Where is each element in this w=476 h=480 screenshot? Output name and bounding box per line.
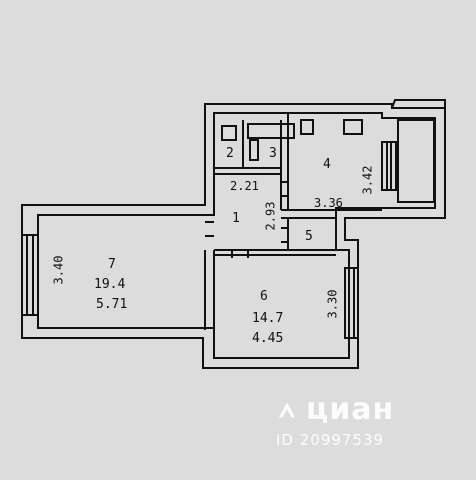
room-6-depth: 3.30 [325, 289, 340, 319]
room-7-area: 19.4 [94, 277, 126, 292]
corridor-width: 2.21 [230, 179, 259, 193]
room-7-depth: 3.40 [51, 255, 66, 285]
watermark-id: ID 20997539 [276, 431, 385, 449]
room-4-depth: 3.42 [360, 165, 375, 195]
watermark-brand-text: циан [306, 392, 395, 427]
room-3-number: 3 [269, 146, 277, 161]
room-5-number: 5 [305, 229, 313, 244]
home-icon [278, 402, 296, 417]
room-7-width: 5.71 [96, 297, 128, 312]
room-1-number: 1 [232, 211, 240, 226]
room-4-number: 4 [323, 157, 331, 172]
corridor-depth: 2.93 [263, 201, 278, 231]
room-2-number: 2 [226, 146, 234, 161]
room-6-number: 6 [260, 289, 268, 304]
inner-wall [37, 112, 436, 359]
room-4-width: 3.36 [314, 196, 343, 210]
room-7-number: 7 [108, 257, 116, 272]
room-6-area: 14.7 [252, 311, 284, 326]
outer-wall [21, 103, 446, 369]
watermark-brand: циан [276, 392, 466, 427]
room-6-width: 4.45 [252, 331, 284, 346]
watermark: циан ID 20997539 [276, 392, 466, 449]
